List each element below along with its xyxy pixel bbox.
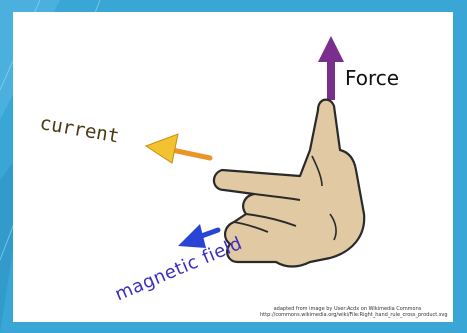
current-arrow bbox=[146, 134, 210, 163]
force-label: Force bbox=[345, 66, 399, 90]
force-arrow bbox=[318, 36, 344, 100]
credit-line-2: http://commons.wikimedia.org/wiki/File:R… bbox=[260, 312, 435, 318]
image-credit: adapted from image by User:Acdx on Wikim… bbox=[260, 306, 435, 318]
